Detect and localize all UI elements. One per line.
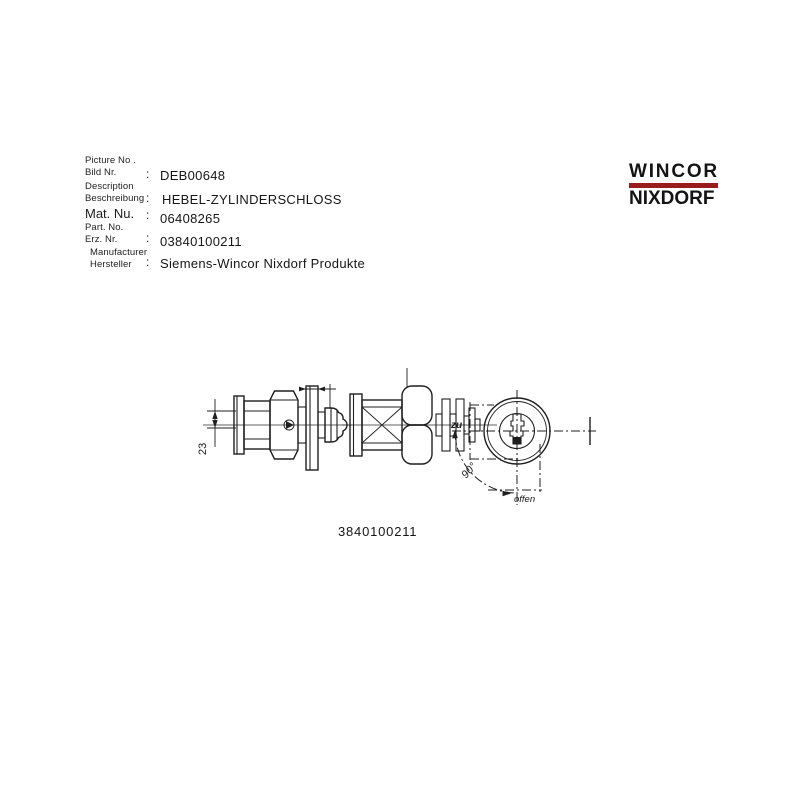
mat-nu-value: 06408265 — [160, 211, 221, 226]
mat-nu-label: Mat. Nu. — [85, 206, 135, 221]
picture-no-value: DEB00648 — [160, 168, 226, 183]
colon: : — [146, 255, 150, 269]
colon: : — [146, 167, 150, 181]
logo-red-bar — [629, 183, 718, 188]
manufacturer-label-en: Manufacturer — [90, 247, 148, 258]
manufacturer-value: Siemens-Wincor Nixdorf Produkte — [160, 256, 366, 271]
dimension-23-label: 23 — [197, 443, 209, 455]
lock-side-view-2 — [342, 368, 497, 465]
logo-line-wincor: WINCOR — [629, 161, 719, 182]
picture-no-label-de: Bild Nr. — [85, 167, 117, 178]
erz-nr-label: Erz. Nr. — [85, 234, 118, 245]
manufacturer-label-de: Hersteller — [90, 259, 132, 270]
description-value: HEBEL-ZYLINDERSCHLOSS — [162, 192, 342, 207]
drawing-caption: 3840100211 — [338, 524, 418, 539]
picture-no-label-en: Picture No . — [85, 155, 136, 166]
lock-technical-drawing: 23 — [197, 368, 596, 505]
description-label-en: Description — [85, 181, 134, 192]
wincor-nixdorf-logo: WINCOR NIXDORF — [629, 161, 719, 209]
colon: : — [146, 208, 150, 222]
description-label-de: Beschreibung — [85, 193, 145, 204]
lock-front-view: zu offen 90° — [450, 390, 596, 505]
colon: : — [146, 191, 150, 205]
part-no-label: Part. No. — [85, 222, 124, 233]
zu-label: zu — [450, 420, 462, 431]
lock-side-view-1: 23 — [197, 384, 352, 471]
erz-nr-value: 03840100211 — [160, 234, 242, 249]
offen-label: offen — [514, 494, 535, 505]
colon: : — [146, 231, 150, 245]
logo-line-nixdorf: NIXDORF — [629, 188, 715, 209]
